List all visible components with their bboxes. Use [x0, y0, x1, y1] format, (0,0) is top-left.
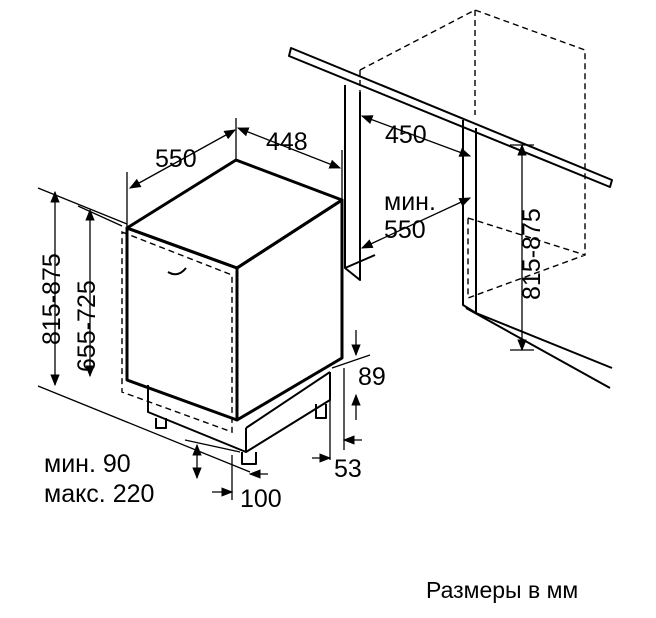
- dishwasher-side: [236, 198, 344, 422]
- dim-text-450: 450: [385, 121, 427, 149]
- dishwasher-top: [125, 158, 344, 270]
- dim-ext-toe-kick: [184, 439, 241, 453]
- units-caption: Размеры в мм: [426, 577, 578, 603]
- dishwasher-drawing: 550 448 815-875 655-725 89 53 мин. 90 ма…: [37, 118, 386, 513]
- dim-text-550: 550: [155, 145, 197, 173]
- dim-text-niche-depth: 550: [384, 216, 426, 244]
- dim-text-body-height: 655-725: [73, 280, 101, 372]
- dishwasher-foot-right: [241, 452, 257, 465]
- dishwasher-door: [125, 226, 239, 422]
- niche-floor: [465, 307, 613, 389]
- dim-text-total-height: 815-875: [38, 253, 66, 345]
- dim-line-450: [360, 115, 472, 157]
- dim-line-448: [236, 127, 342, 169]
- niche-right-panel: [462, 120, 477, 314]
- countertop: [288, 47, 613, 188]
- door-panel-dashed: [121, 230, 233, 433]
- niche-drawing: 450 мин. 550 815-875: [288, 9, 613, 389]
- dim-text-53: 53: [334, 455, 362, 483]
- dim-ext-89-top: [331, 354, 371, 369]
- dim-text-89: 89: [358, 363, 386, 391]
- dim-text-min: мин.: [384, 188, 436, 216]
- dim-line-niche-depth: [360, 197, 472, 249]
- dim-text-toe-min: мин. 90: [44, 450, 131, 478]
- dim-text-toe-max: макс. 220: [44, 480, 154, 508]
- dishwasher-foot-left: [155, 418, 167, 429]
- niche-left-panel: [344, 85, 376, 281]
- door-handle-icon: [167, 267, 187, 276]
- dim-line-550: [128, 129, 237, 189]
- dim-text-448: 448: [266, 128, 308, 156]
- dim-text-niche-height: 815-875: [518, 208, 546, 300]
- dim-text-100: 100: [240, 485, 282, 513]
- dim-ext-body-top: [77, 205, 123, 227]
- dim-ext-total-top: [37, 187, 128, 225]
- dishwasher-foot-back: [315, 404, 327, 419]
- dim-ext-total-bottom: [37, 385, 251, 473]
- niche-dashed-outline: [359, 9, 586, 300]
